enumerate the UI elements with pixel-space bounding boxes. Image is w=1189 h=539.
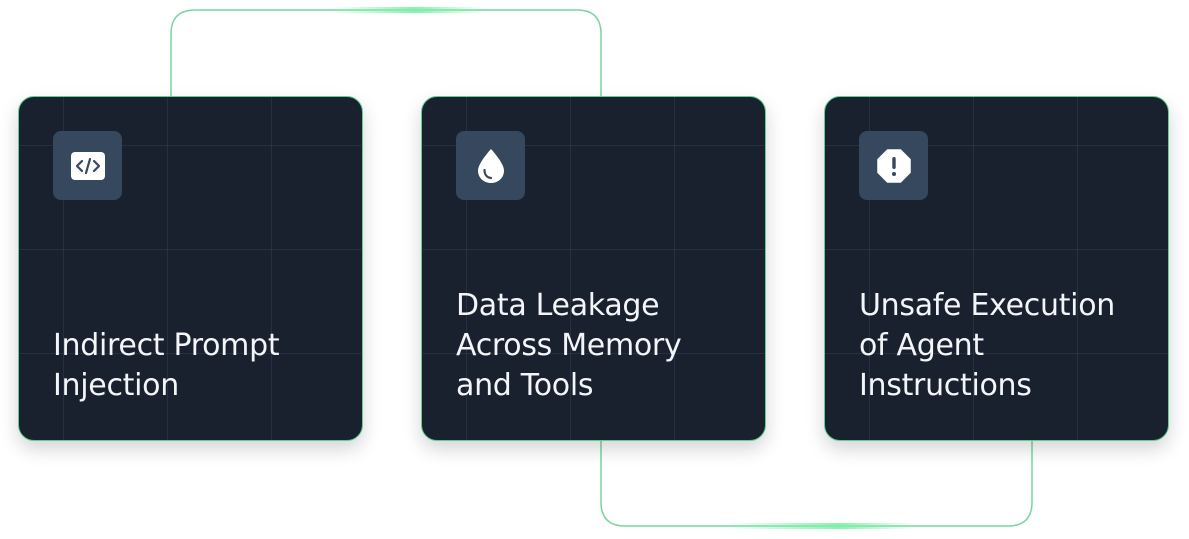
card-data-leakage: Data Leakage Across Memory and Tools bbox=[421, 96, 766, 441]
top-connector bbox=[170, 9, 602, 96]
card-title-line: Unsafe Execution bbox=[859, 288, 1115, 323]
droplet-icon bbox=[477, 148, 504, 183]
alert-octagon-icon bbox=[876, 148, 911, 183]
bottom-connector bbox=[600, 441, 1033, 527]
icon-badge bbox=[53, 131, 122, 200]
card-title-line: Data Leakage bbox=[456, 288, 660, 323]
icon-badge bbox=[456, 131, 525, 200]
card-title: Unsafe Execution of Agent Instructions bbox=[859, 286, 1148, 406]
card-title-line: and Tools bbox=[456, 368, 594, 403]
code-icon bbox=[70, 151, 105, 180]
bottom-connector-glow bbox=[725, 523, 915, 529]
card-title-line: of Agent bbox=[859, 328, 984, 363]
card-indirect-prompt-injection: Indirect Prompt Injection bbox=[18, 96, 363, 441]
card-title-line: Injection bbox=[53, 368, 179, 403]
card-title-line: Instructions bbox=[859, 368, 1032, 403]
card-title-line: Indirect Prompt bbox=[53, 328, 280, 363]
icon-badge bbox=[859, 131, 928, 200]
card-title-line: Across Memory bbox=[456, 328, 682, 363]
card-unsafe-execution: Unsafe Execution of Agent Instructions bbox=[824, 96, 1169, 441]
card-title: Data Leakage Across Memory and Tools bbox=[456, 286, 745, 406]
card-title: Indirect Prompt Injection bbox=[53, 326, 342, 406]
top-connector-glow bbox=[330, 7, 485, 13]
